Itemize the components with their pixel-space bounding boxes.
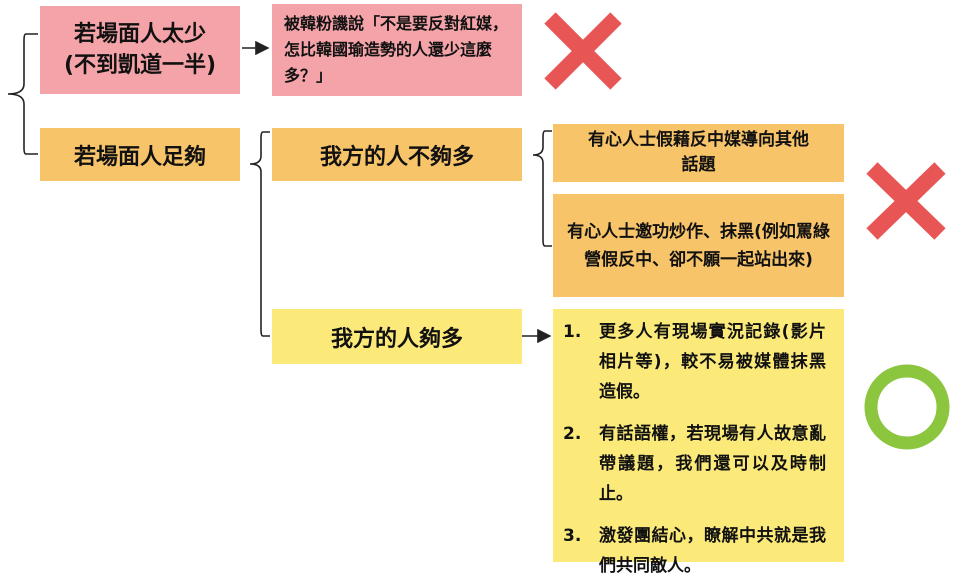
connector-lines — [7, 33, 552, 344]
benefit-text: 有話語權，若現場有人故意亂帶議題，我們還可以及時制止。 — [599, 424, 826, 504]
few-outcome-box: 被韓粉譏說「不是要反對紅媒，怎比韓國瑜造勢的人還少這麼多？」 — [272, 4, 522, 96]
risk-box-topic-diversion: 有心人士假藉反中媒導向其他話題 — [553, 124, 844, 182]
benefit-text: 激發團結心，瞭解中共就是我們共同敵人。 — [599, 526, 826, 576]
enough-people-box: 若場面人足夠 — [40, 128, 240, 181]
list-item: 1. 更多人有現場實況記錄(影片相片等)，較不易被媒體抹黑造假。 — [563, 317, 826, 407]
cross-mark-icon — [866, 162, 946, 240]
few-outcome-text: 被韓粉譏說「不是要反對紅媒，怎比韓國瑜造勢的人還少這麼多？」 — [284, 14, 509, 85]
circle-mark-icon — [864, 364, 950, 450]
few-people-title: 若場面人太少 — [73, 22, 206, 47]
risk-text-topic-diversion: 有心人士假藉反中媒導向其他話題 — [588, 130, 809, 175]
benefit-number: 1. — [563, 322, 582, 342]
benefit-number: 2. — [563, 424, 582, 444]
our-side-not-enough-label: 我方的人不夠多 — [319, 144, 474, 170]
our-side-not-enough-box: 我方的人不夠多 — [272, 128, 522, 181]
benefits-list: 1. 更多人有現場實況記錄(影片相片等)，較不易被媒體抹黑造假。 2. 有話語權… — [563, 317, 826, 581]
list-item: 2. 有話語權，若現場有人故意亂帶議題，我們還可以及時制止。 — [563, 419, 826, 509]
our-side-enough-label: 我方的人夠多 — [330, 326, 463, 352]
few-people-subtitle: (不到凱道一半) — [63, 53, 217, 78]
list-item: 3. 激發團結心，瞭解中共就是我們共同敵人。 — [563, 521, 826, 581]
our-side-enough-box: 我方的人夠多 — [272, 309, 522, 364]
risk-text-smear: 有心人士邀功炒作、抹黑(例如罵綠營假反中、卻不願一起站出來) — [567, 221, 830, 270]
cross-mark-icon — [544, 12, 622, 90]
benefit-number: 3. — [563, 526, 582, 546]
benefits-box: 1. 更多人有現場實況記錄(影片相片等)，較不易被媒體抹黑造假。 2. 有話語權… — [553, 309, 844, 576]
few-people-box: 若場面人太少 (不到凱道一半) — [40, 6, 240, 94]
benefit-text: 更多人有現場實況記錄(影片相片等)，較不易被媒體抹黑造假。 — [599, 322, 826, 402]
risk-box-smear: 有心人士邀功炒作、抹黑(例如罵綠營假反中、卻不願一起站出來) — [553, 194, 844, 297]
enough-people-title: 若場面人足夠 — [73, 144, 206, 170]
